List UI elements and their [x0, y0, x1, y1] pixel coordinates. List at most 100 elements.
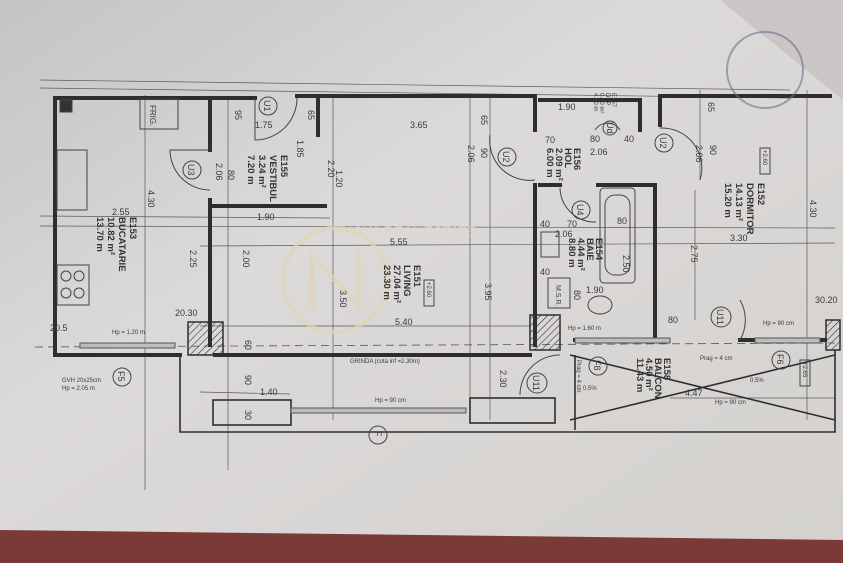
- dim-label: 2.06: [694, 145, 704, 163]
- structural-pillars: [187, 314, 841, 356]
- level-marker-living: +2.60: [423, 279, 435, 307]
- dim-label: 20.30: [175, 308, 198, 318]
- note-prag: Prag = 4 cm: [700, 356, 733, 362]
- room-perimeter: 8.80 m: [566, 238, 577, 268]
- dim-label: 95: [233, 110, 243, 120]
- room-area: 27.04 m²: [391, 265, 402, 303]
- dim-label: 80: [590, 134, 600, 144]
- room-baie: E154 BAIE 4.44 m² 8.80 m: [566, 238, 604, 271]
- svg-text:Ud: Ud: [605, 122, 615, 134]
- dim-label: 1.85: [295, 140, 305, 158]
- dim-label: 2.25: [188, 250, 198, 268]
- dim-label: 90: [708, 145, 718, 155]
- stamp: [726, 31, 804, 109]
- note-slope: 0.5%: [583, 386, 597, 392]
- window-tag-f6: F6: [771, 350, 791, 370]
- room-vestibul: E155 VESTIBUL 3.24 m² 7.20 m: [245, 155, 289, 202]
- svg-text:F6: F6: [775, 354, 785, 365]
- note-prag-vertical: Prag = 4 cm: [575, 360, 581, 393]
- svg-text:U4: U4: [575, 204, 585, 216]
- room-code: E158: [661, 358, 672, 380]
- room-dep: E157 DEP 0.70 m² 4.40 m: [592, 93, 616, 113]
- note-hp-bed: Hp = 90 cm: [763, 321, 794, 327]
- balcony-outline: [179, 350, 836, 433]
- room-name: DEP: [604, 93, 610, 105]
- dim-label: 80: [668, 315, 678, 325]
- dim-label: 80: [226, 170, 236, 180]
- dim-label: 90: [243, 375, 253, 385]
- room-area: 14.13 m²: [733, 183, 744, 221]
- bathtub-outline: [599, 187, 636, 284]
- room-code: E151: [411, 265, 422, 288]
- dim-label: 1.20: [334, 170, 344, 188]
- note-grinda: GRINDA (cota inf =2.30m): [350, 359, 420, 365]
- room-area: 3.24 m²: [256, 155, 267, 188]
- dim-label: 65: [306, 110, 316, 120]
- room-perimeter: 4.40 m: [592, 93, 598, 111]
- svg-text:+2.65: +2.65: [801, 362, 807, 378]
- dim-label: 65: [479, 115, 489, 125]
- dim-label: 3.30: [730, 233, 748, 243]
- door-tag-u2-dormitor: U2: [654, 133, 674, 153]
- paper-fold: [720, 0, 843, 100]
- dim-label: 4.30: [808, 200, 818, 218]
- dim-label: 40: [540, 219, 550, 229]
- window-tag-f5: F5: [112, 367, 132, 387]
- svg-text:U11: U11: [531, 375, 541, 391]
- room-name: BAIE: [584, 238, 595, 261]
- room-bucatarie: E153 BUCATARIE 10.82 m² 13.70 m: [94, 217, 138, 272]
- dim-label: 2.06: [555, 229, 573, 239]
- door-tag-u4: U4: [571, 200, 591, 220]
- washbasin-outline: [540, 231, 560, 258]
- door-tag-u1: U1: [258, 96, 278, 116]
- svg-text:F: F: [373, 431, 383, 437]
- annotations: FRIG. M.S.R. Hp = 1.20 m Hp = 90 cm Hp =…: [62, 105, 811, 406]
- door-tag-u11-balcon: U11: [526, 372, 548, 394]
- svg-text:+2.60: +2.60: [425, 282, 431, 298]
- svg-text:F8: F8: [592, 360, 602, 371]
- msr-label: M.S.R.: [554, 285, 561, 306]
- door-swings: [169, 97, 746, 396]
- svg-text:F5: F5: [116, 371, 126, 382]
- level-marker-bedroom: +2.60: [759, 147, 771, 175]
- dimension-lines: [39, 79, 836, 490]
- dim-label: 40: [540, 267, 550, 277]
- room-area: 10.82 m²: [105, 217, 116, 255]
- toilet-outline: [587, 295, 613, 315]
- dim-label: 5.40: [395, 317, 413, 327]
- dim-label: 30.20: [815, 295, 838, 305]
- dim-label: 3.95: [483, 283, 493, 301]
- room-name: BALCON: [652, 358, 663, 399]
- dim-label: 80: [617, 216, 627, 226]
- dim-label: 2.06: [466, 145, 476, 163]
- svg-text:U3: U3: [186, 164, 196, 176]
- note-gvh: GVH 20x25cm: [62, 378, 101, 384]
- dim-label: 3.65: [410, 120, 428, 130]
- dim-label: 80: [572, 290, 582, 300]
- room-perimeter: 13.70 m: [94, 217, 105, 252]
- dim-label: 2.06: [214, 163, 224, 181]
- room-code: E157: [610, 93, 616, 108]
- svg-text:U2: U2: [501, 151, 511, 163]
- watermark-logo: NOYA REAL ESTATE: [281, 223, 476, 334]
- room-area: 4.44 m²: [575, 238, 586, 271]
- note-hp-living: Hp = 90 cm: [375, 398, 406, 404]
- room-code: E155: [278, 155, 289, 178]
- room-living: E151 LIVING 27.04 m² 23.30 m: [381, 265, 422, 303]
- dim-label: 65: [706, 102, 716, 112]
- room-perimeter: 23.30 m: [381, 265, 392, 300]
- room-code: E154: [593, 238, 604, 261]
- dim-label: 70: [545, 135, 555, 145]
- note-hp-kitchen: Hp = 1.20 m: [112, 330, 145, 336]
- dim-label: 1.90: [257, 212, 275, 222]
- window-tag-f8: F8: [588, 356, 608, 376]
- dim-label: 2.50: [621, 255, 631, 273]
- dim-label: 4.30: [146, 190, 156, 208]
- room-perimeter: 15.20 m: [722, 183, 733, 218]
- dim-label: 20.5: [50, 323, 68, 333]
- sink-outline: [56, 149, 88, 211]
- dim-label: 2.06: [590, 147, 608, 157]
- dim-label: 3.50: [338, 290, 348, 308]
